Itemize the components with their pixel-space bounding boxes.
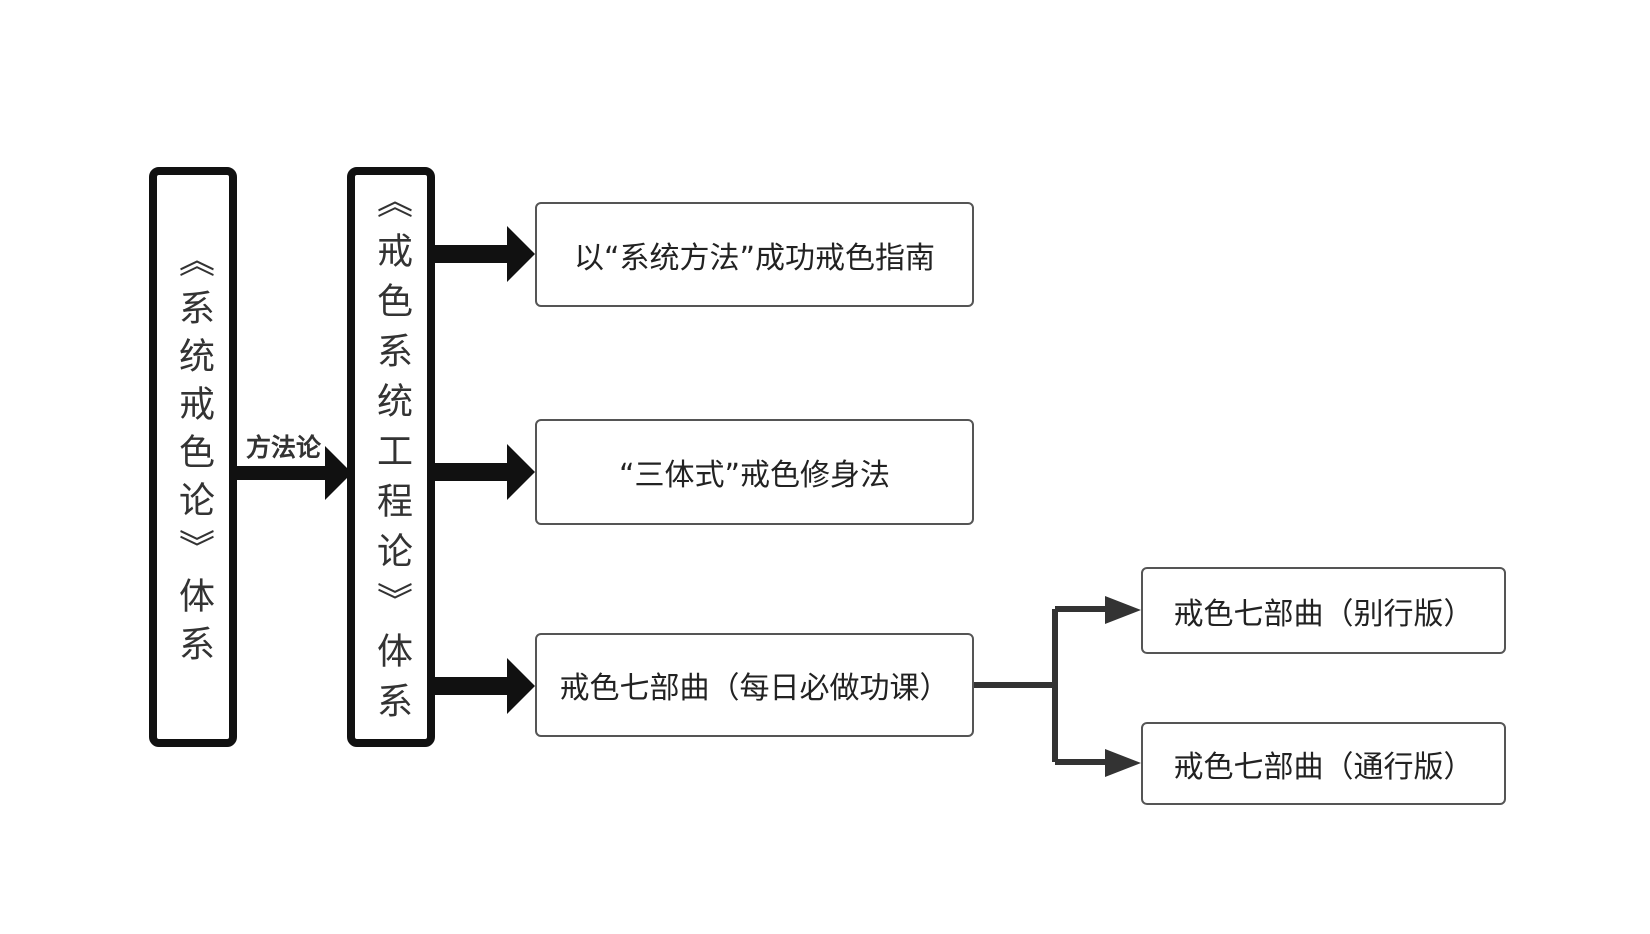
node-label: 戒色七部曲（通行版） xyxy=(1173,749,1474,785)
engineering-theory-label: 《戒色系统工程论》体系 xyxy=(371,182,412,732)
arrow-to-seven-common xyxy=(1105,749,1141,777)
node-label: “三体式”戒色修身法 xyxy=(618,458,891,493)
node-label: 戒色七部曲（每日必做功课） xyxy=(559,671,950,706)
arrow-to-guide xyxy=(435,226,535,282)
system-theory-box: 《系统戒色论》体系 xyxy=(149,167,237,747)
node-seven-steps-common: 戒色七部曲（通行版） xyxy=(1141,722,1506,805)
engineering-theory-box: 《戒色系统工程论》体系 xyxy=(347,167,435,747)
method-arrow xyxy=(237,446,352,500)
node-label: 以“系统方法”成功戒色指南 xyxy=(573,240,936,276)
arrow-to-seven-separate xyxy=(1105,596,1141,624)
method-edge-label: 方法论 xyxy=(246,433,322,462)
node-label: 戒色七部曲（别行版） xyxy=(1173,596,1474,632)
arrow-to-three-body xyxy=(435,444,535,500)
node-system-method-guide: 以“系统方法”成功戒色指南 xyxy=(535,202,974,307)
node-seven-steps-separate: 戒色七部曲（别行版） xyxy=(1141,567,1506,654)
node-three-body-method: “三体式”戒色修身法 xyxy=(535,419,974,525)
branch-connector xyxy=(974,606,1110,765)
arrow-to-seven-daily xyxy=(435,658,535,714)
node-seven-steps-daily: 戒色七部曲（每日必做功课） xyxy=(535,633,974,737)
system-theory-label: 《系统戒色论》体系 xyxy=(173,241,214,673)
